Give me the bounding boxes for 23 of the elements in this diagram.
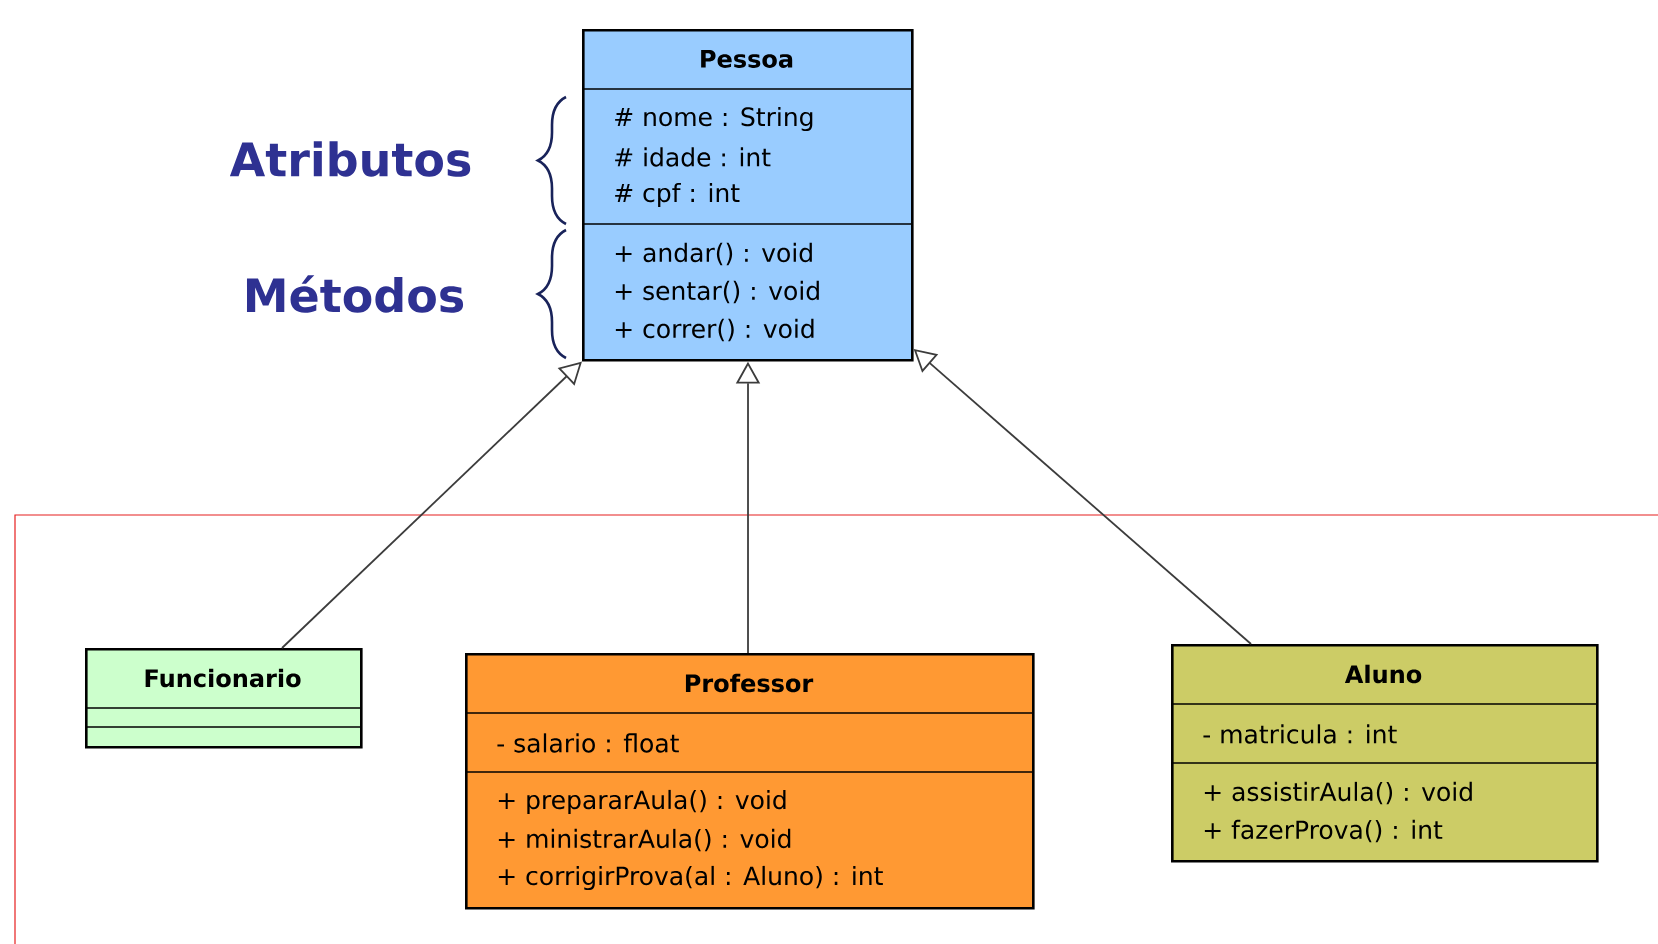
method-text: + andar() : void (615, 242, 812, 266)
attribute-text: - matricula : int (1203, 724, 1397, 744)
class-box (581, 29, 914, 362)
attribute-text: # idade : int (615, 147, 771, 167)
class-box (1170, 644, 1599, 863)
attribute-text: # cpf : int (615, 182, 740, 208)
class-name: Funcionario (145, 668, 301, 688)
class-name: Professor (685, 673, 814, 693)
section-label: Métodos (247, 275, 464, 313)
method-text: + corrigirProva(al : Aluno) : int (498, 865, 883, 891)
class-box (84, 648, 363, 749)
attribute-text: - salario : float (497, 733, 679, 753)
class-name: Aluno (1344, 664, 1422, 684)
method-text: + ministrarAula() : void (498, 828, 791, 852)
method-text: + assistirAula() : void (1204, 781, 1472, 805)
section-label: Atributos (229, 141, 471, 177)
method-text: + correr() : void (615, 318, 814, 342)
method-text: + fazerProva() : int (1204, 819, 1443, 843)
attribute-text: # nome : String (615, 106, 813, 132)
class-box (464, 653, 1035, 910)
method-text: + sentar() : void (615, 280, 819, 304)
class-name: Pessoa (701, 50, 793, 68)
method-text: + prepararAula() : void (498, 789, 786, 815)
